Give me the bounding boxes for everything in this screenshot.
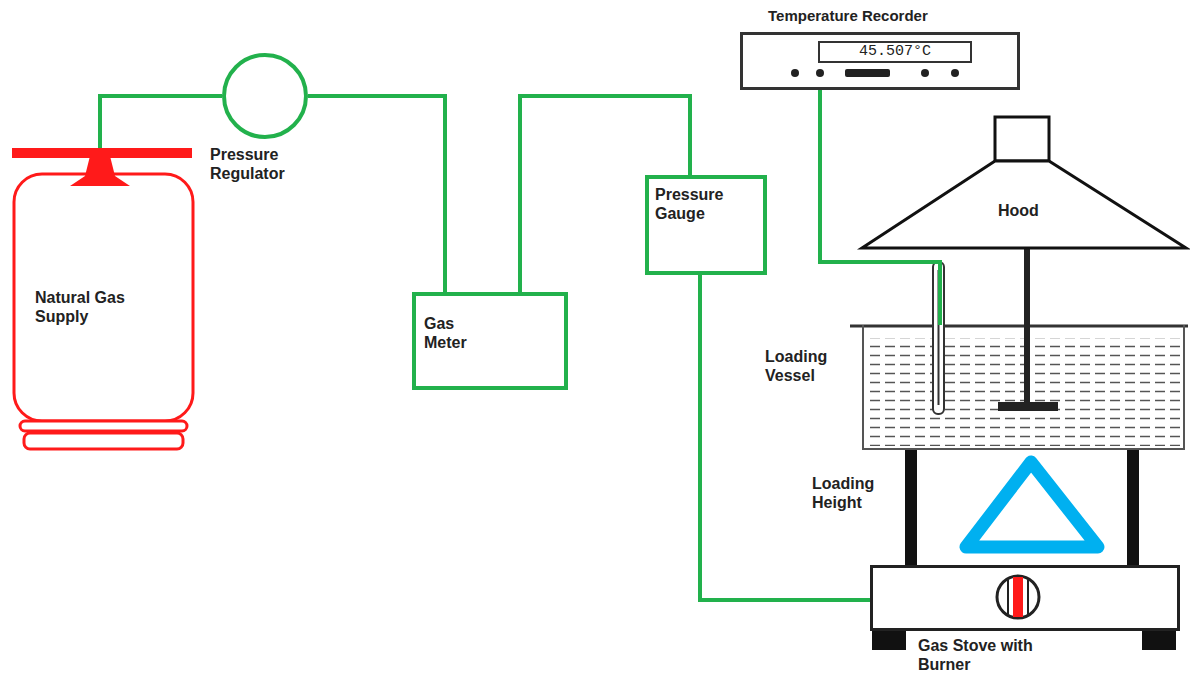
- gas-meter: Gas Meter: [412, 292, 568, 390]
- cylinder-foot: [24, 433, 183, 449]
- gas-stove: Gas Stove with Burner: [870, 565, 1180, 631]
- node-label: Gas Meter: [424, 314, 484, 352]
- node-label: Pressure Gauge: [655, 185, 759, 223]
- recorder-button: [951, 69, 959, 77]
- gas-cylinder: Natural Gas Supply: [12, 148, 197, 453]
- loading-vessel-outline: [862, 325, 1185, 450]
- burner-knob: [1027, 580, 1029, 614]
- node-label: Temperature Recorder: [768, 7, 1028, 25]
- display-readout: 45.507°C: [818, 41, 972, 63]
- recorder-button: [845, 69, 890, 77]
- pressure-gauge: Pressure Gauge: [645, 175, 767, 275]
- cylinder-valve: [70, 156, 130, 186]
- node-label: Loading Vessel: [765, 347, 857, 385]
- node-label: Pressure Regulator: [210, 145, 340, 183]
- burner-knob: [1007, 580, 1009, 614]
- burner-knob: [997, 576, 1039, 618]
- pot-support: [966, 462, 1098, 547]
- recorder-button: [791, 69, 799, 77]
- vessel-wall: [863, 325, 1184, 449]
- cylinder-body: [14, 174, 193, 421]
- hood-canopy: [862, 161, 1186, 248]
- vessel-rim: [850, 325, 1188, 328]
- node-label: Gas Stove with Burner: [918, 636, 1048, 674]
- part-label: Loading Height: [812, 474, 907, 512]
- gas-pipe: [700, 275, 870, 600]
- gas-pipe: [308, 96, 445, 292]
- hood-outline: [860, 115, 1188, 250]
- hood: Hood: [860, 115, 1188, 250]
- recorder-button: [921, 69, 929, 77]
- cylinder-ring: [20, 421, 187, 431]
- regulator-dial: [224, 55, 306, 137]
- recorder-button: [816, 69, 824, 77]
- stirrer-rod: [1024, 248, 1030, 405]
- pressure-regulator-outline: [222, 53, 308, 139]
- gas-pipe: [100, 96, 222, 148]
- stand-leg: [905, 450, 917, 565]
- node-label: Hood: [998, 201, 1068, 220]
- stirrer-paddle: [998, 402, 1058, 411]
- burner-knob: [1013, 577, 1023, 617]
- stove-foot: [1142, 630, 1176, 650]
- node-label: Natural Gas Supply: [35, 288, 135, 326]
- stand-leg: [1127, 450, 1139, 565]
- hood-chimney: [995, 117, 1049, 161]
- loading-vessel: Loading Vessel: [862, 325, 1185, 450]
- stove-foot: [872, 630, 906, 650]
- pressure-regulator: Pressure Regulator: [222, 53, 308, 139]
- temperature-recorder: Temperature Recorder45.507°C: [740, 32, 1020, 90]
